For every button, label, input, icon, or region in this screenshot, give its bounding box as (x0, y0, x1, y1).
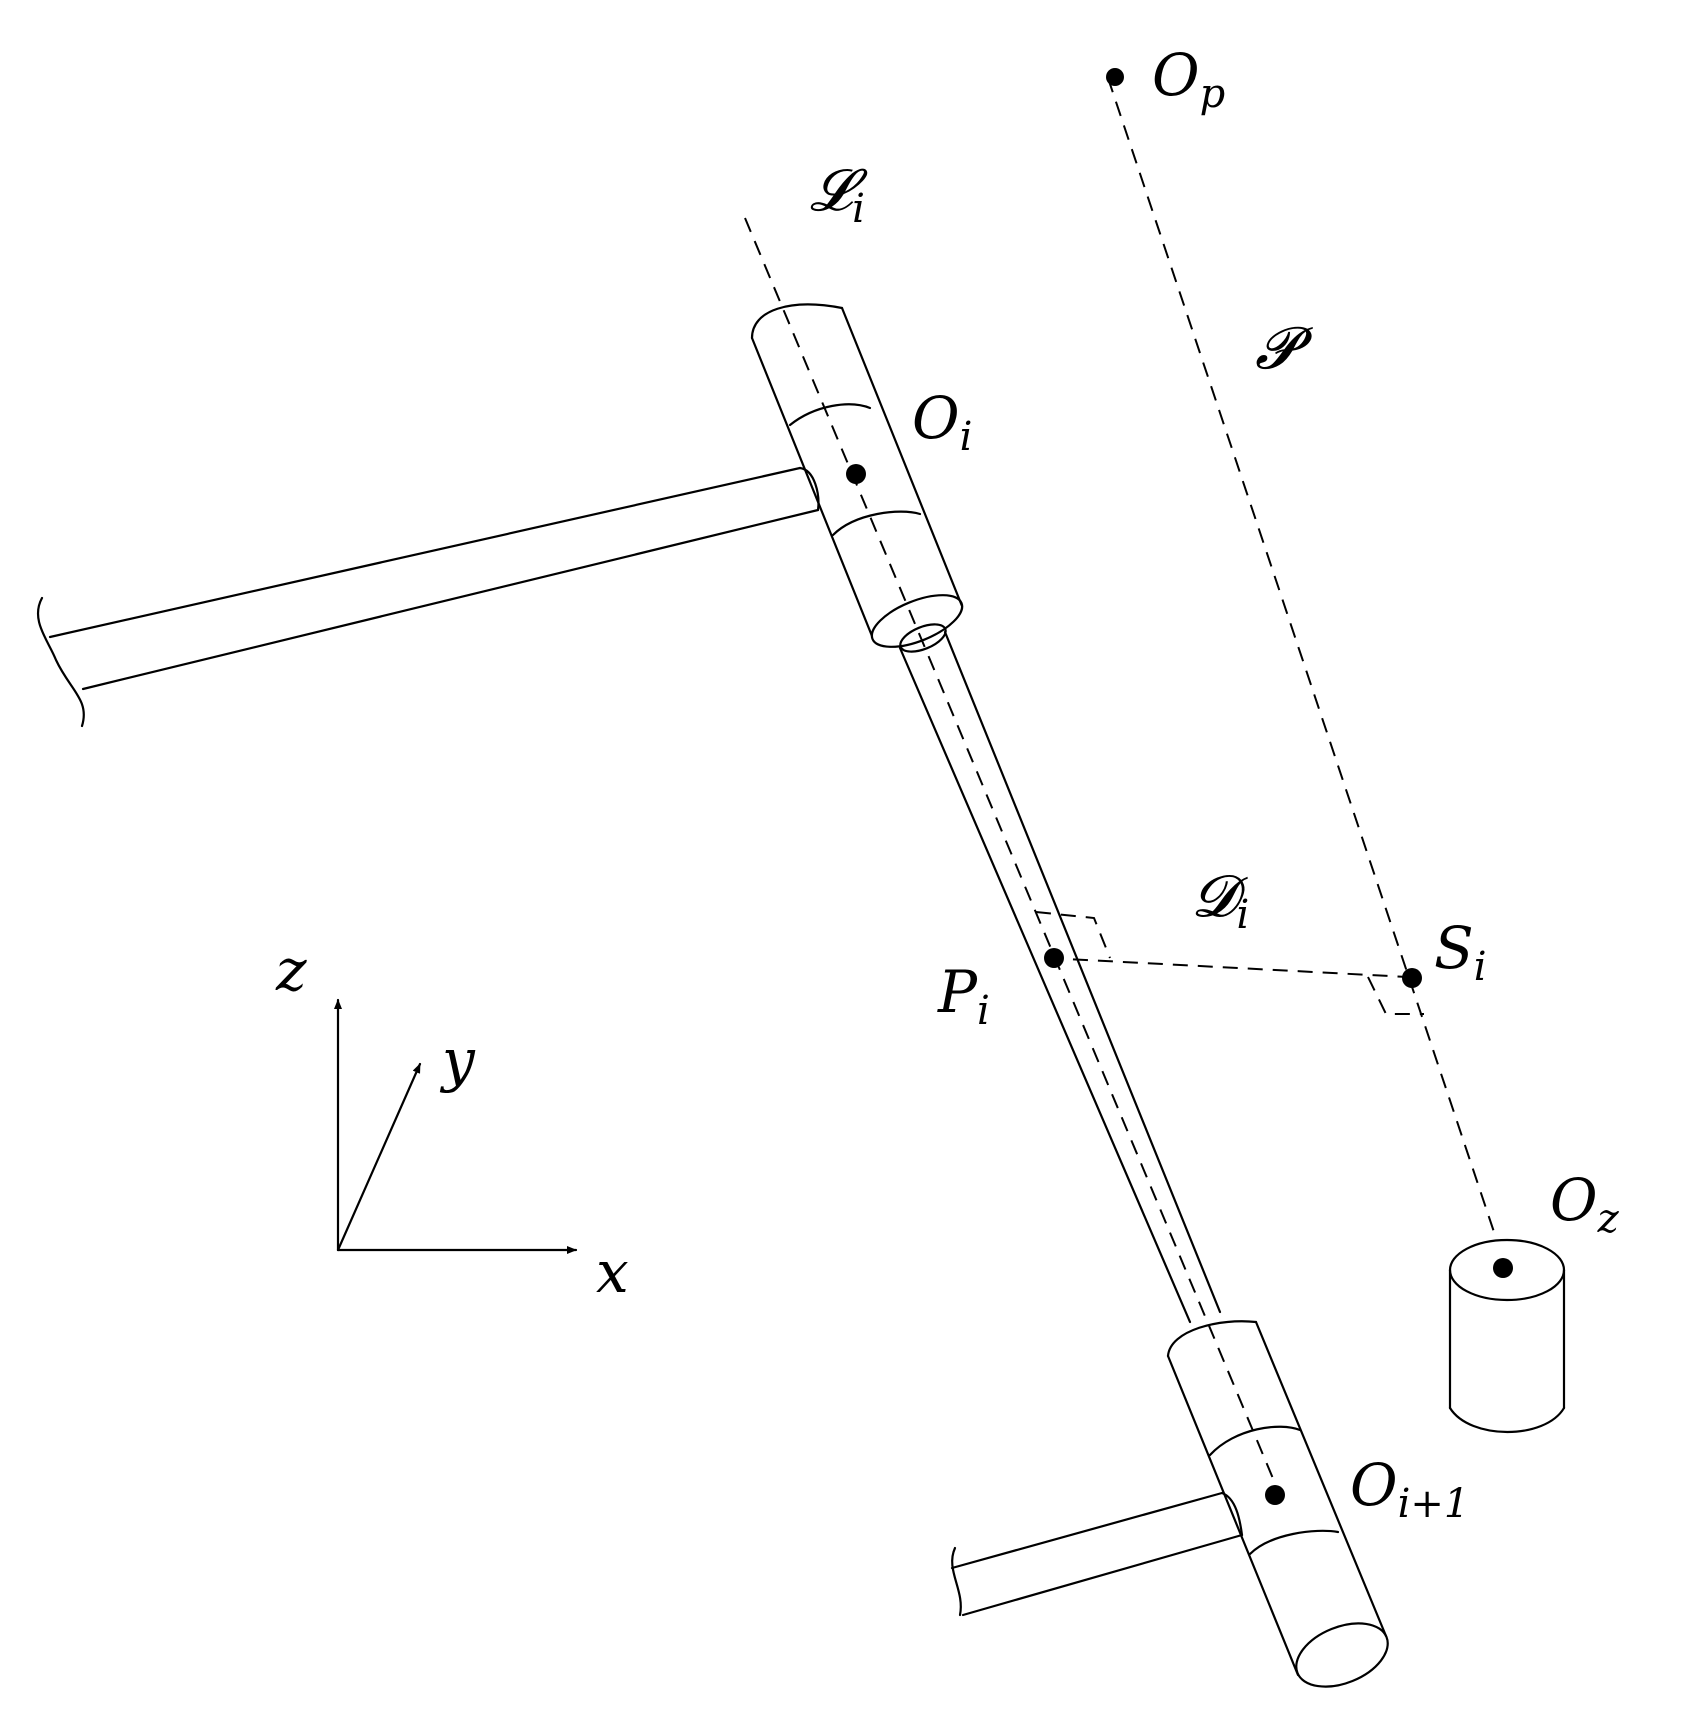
point-oz (1493, 1258, 1513, 1278)
point-pi (1044, 948, 1064, 968)
y-axis-arrow (336, 1062, 422, 1252)
label-pi: Pi (937, 958, 990, 1034)
axis-line-li (744, 217, 1283, 1501)
label-oi1: Oi+1 (1350, 1451, 1469, 1527)
plane-line (1107, 77, 1497, 1239)
label-axis-y: y (439, 1026, 476, 1094)
label-op: Op (1152, 41, 1225, 117)
point-si (1402, 968, 1422, 988)
distance-line-di (1047, 957, 1409, 978)
label-plane-p: 𝓟 (1255, 314, 1313, 382)
coordinate-axes (334, 998, 578, 1254)
label-si: Si (1434, 914, 1487, 990)
label-oi: Oi (912, 384, 972, 460)
connecting-rod (898, 623, 1222, 1324)
point-op (1106, 68, 1124, 86)
label-oz: Oz (1550, 1166, 1620, 1242)
label-axis-x: x (596, 1238, 629, 1306)
upper-joint-cylinder (750, 303, 964, 648)
label-di: 𝓓i (1192, 862, 1249, 938)
point-oi1 (1265, 1485, 1285, 1505)
point-oi (846, 464, 866, 484)
lower-joint-cylinder (1166, 1320, 1389, 1688)
lower-arm (950, 1491, 1244, 1617)
upper-arm (36, 466, 820, 728)
right-angle-si (1367, 976, 1424, 1015)
label-axis-z: z (275, 936, 307, 1004)
oz-cylinder (1448, 1238, 1566, 1433)
right-angle-pi (1035, 911, 1111, 959)
label-li: 𝓛i (810, 156, 868, 232)
